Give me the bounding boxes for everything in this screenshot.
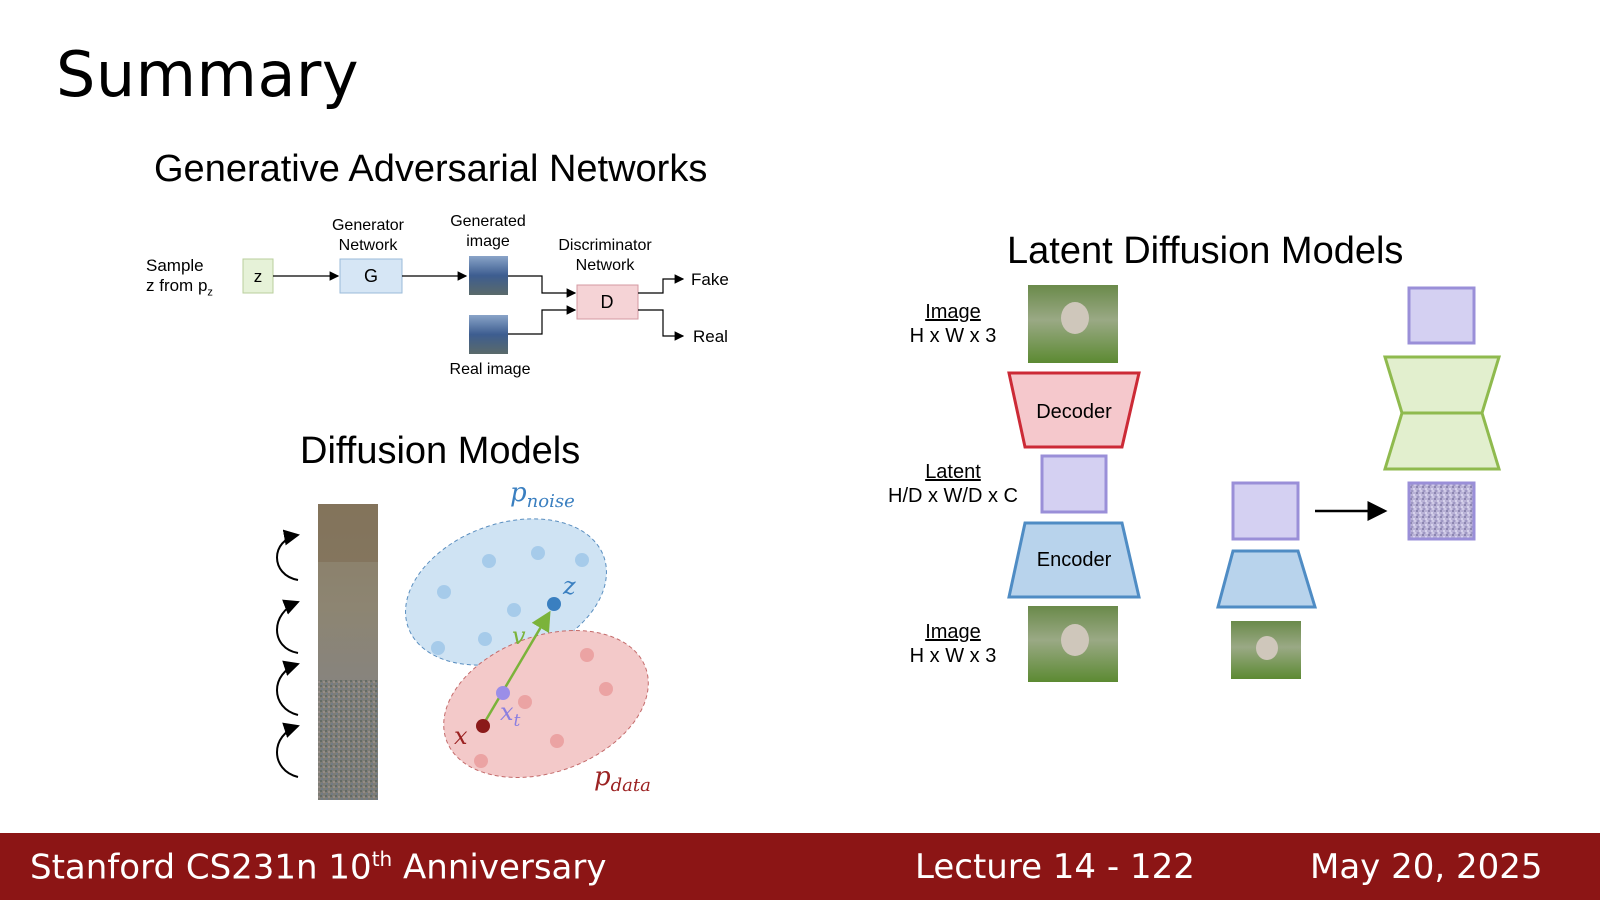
footer-course-sup: th bbox=[371, 847, 393, 871]
data-point bbox=[474, 754, 488, 768]
gan-sample-line2: z from pz bbox=[146, 276, 213, 302]
gan-generated-line2: image bbox=[466, 233, 510, 250]
xt-label: xt bbox=[500, 698, 520, 731]
gan-real-label: Real bbox=[693, 327, 728, 346]
gan-generator-line2: Network bbox=[338, 237, 398, 254]
xt-sub: t bbox=[513, 710, 521, 731]
ldm-image-top-label: Image H x W x 3 bbox=[893, 300, 1013, 348]
gan-g-text: G bbox=[364, 266, 378, 286]
ldm-denoised-latent bbox=[1407, 286, 1476, 345]
xt-x: x bbox=[500, 698, 514, 726]
gan-title: Generative Adversarial Networks bbox=[154, 148, 708, 190]
gan-sample-label: Sample z from pz bbox=[146, 256, 213, 302]
gan-arrow-real bbox=[638, 309, 685, 341]
noise-point bbox=[431, 641, 445, 655]
noise-point bbox=[482, 554, 496, 568]
ldm-image-top-cat bbox=[1061, 302, 1089, 334]
gan-sample-line1: Sample bbox=[146, 256, 204, 275]
ldm-title: Latent Diffusion Models bbox=[1007, 230, 1404, 272]
z-label: z bbox=[563, 572, 576, 600]
z-point bbox=[547, 597, 561, 611]
ldm-small-latent bbox=[1231, 481, 1300, 541]
ldm-small-image-cat bbox=[1256, 636, 1278, 660]
footer-bar: Stanford CS231n 10th Anniversary Lecture… bbox=[0, 833, 1600, 900]
gan-z-box bbox=[242, 258, 274, 294]
p-noise-label: pnoise bbox=[510, 478, 575, 512]
xt-point bbox=[496, 686, 510, 700]
diffusion-step-arrow-4 bbox=[276, 722, 300, 778]
gan-sample-sub: z bbox=[207, 286, 213, 299]
gan-generated-label: Generated image bbox=[438, 212, 538, 252]
p-data-label: pdata bbox=[594, 762, 651, 796]
ldm-image-bottom-dims: H x W x 3 bbox=[909, 645, 997, 667]
diagram-canvas: z G D bbox=[242, 256, 1502, 800]
p-data-distribution bbox=[443, 630, 649, 778]
ldm-image-top-dims: H x W x 3 bbox=[909, 325, 997, 347]
ldm-decoder-label: Decoder bbox=[1036, 401, 1112, 423]
noise-point bbox=[507, 603, 521, 617]
noise-point bbox=[531, 546, 545, 560]
gan-discriminator-line1: Discriminator bbox=[558, 237, 652, 254]
data-point bbox=[518, 695, 532, 709]
v-label: v bbox=[512, 622, 526, 650]
gan-z-text: z bbox=[254, 267, 263, 286]
gan-generated-image bbox=[469, 256, 508, 295]
data-point bbox=[550, 734, 564, 748]
p-noise-p: p bbox=[510, 478, 527, 508]
footer-lecture: Lecture 14 - 122 bbox=[915, 847, 1195, 887]
noise-point bbox=[437, 585, 451, 599]
p-data-p: p bbox=[594, 762, 611, 792]
gan-arrow-gen-d bbox=[508, 275, 577, 298]
gan-sample-line2-text: z from p bbox=[146, 276, 208, 295]
gan-arrow-real-d bbox=[508, 305, 577, 335]
footer-course: Stanford CS231n 10th Anniversary bbox=[30, 847, 607, 887]
gan-real-image-label: Real image bbox=[449, 361, 531, 378]
p-noise-sub: noise bbox=[526, 491, 575, 513]
data-point bbox=[599, 682, 613, 696]
noise-point bbox=[575, 553, 589, 567]
ldm-latent-box bbox=[1040, 454, 1108, 514]
ldm-decoder-shape bbox=[1007, 371, 1141, 449]
diffusion-noise-region bbox=[318, 680, 378, 800]
footer-date: May 20, 2025 bbox=[1310, 847, 1543, 887]
gan-discriminator-label: Discriminator Network bbox=[545, 236, 665, 276]
ldm-image-bottom-title: Image bbox=[925, 621, 981, 643]
gan-real-image bbox=[469, 315, 508, 354]
gan-arrow-fake bbox=[638, 274, 685, 294]
ldm-encoder-label: Encoder bbox=[1036, 549, 1112, 571]
p-data-sub: data bbox=[610, 775, 651, 797]
gan-d-text: D bbox=[601, 292, 614, 312]
diffusion-cat-clean bbox=[318, 504, 378, 562]
diffusion-step-arrow-1 bbox=[276, 529, 300, 581]
gan-generated-line1: Generated bbox=[450, 213, 526, 230]
ldm-image-top-title: Image bbox=[925, 301, 981, 323]
data-point bbox=[580, 648, 594, 662]
ldm-encoder-shape bbox=[1007, 521, 1141, 599]
ldm-small-encoder bbox=[1216, 549, 1318, 609]
diffusion-step-arrow-2 bbox=[276, 599, 300, 654]
ldm-latent-label: Latent H/D x W/D x C bbox=[873, 460, 1033, 508]
gan-generator-line1: Generator bbox=[331, 217, 405, 234]
footer-course-text: Stanford CS231n 10 bbox=[30, 847, 372, 888]
gan-discriminator-line2: Network bbox=[575, 257, 635, 274]
diffusion-title: Diffusion Models bbox=[300, 430, 581, 472]
diffusion-step-arrow-3 bbox=[276, 660, 300, 716]
ldm-latent-dims: H/D x W/D x C bbox=[888, 485, 1018, 507]
ldm-image-bottom-cat bbox=[1061, 624, 1089, 656]
unet-lower bbox=[1382, 411, 1502, 471]
gan-fake-label: Fake bbox=[691, 270, 729, 289]
velocity-arrow bbox=[481, 610, 551, 726]
ldm-noisy-latent bbox=[1407, 481, 1476, 541]
footer-course-rest: Anniversary bbox=[392, 847, 607, 888]
gan-d-box bbox=[576, 284, 639, 320]
gan-generator-label: Generator Network bbox=[318, 216, 418, 256]
unet-upper bbox=[1382, 355, 1502, 415]
noise-point bbox=[478, 632, 492, 646]
slide-title: Summary bbox=[56, 38, 360, 111]
x-label: x bbox=[454, 722, 468, 750]
ldm-image-bottom-label: Image H x W x 3 bbox=[893, 620, 1013, 668]
x-point bbox=[476, 719, 490, 733]
ldm-latent-title: Latent bbox=[925, 461, 981, 483]
